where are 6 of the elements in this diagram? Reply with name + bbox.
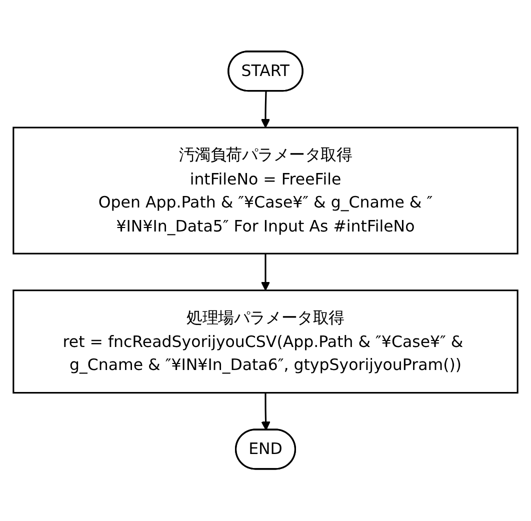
arrow [260,92,270,128]
arrow [261,393,270,431]
arrow [260,254,270,292]
node-box [12,290,518,394]
node-box [12,127,518,255]
flowchart-drawing: START 汚濁負荷パラメータ取得 intFileNo = FreeFile Open App.Path & ″¥Case¥″ & g_Cname & ″¥IN¥In_Data5″ For Input As #intFileNo 処理場パラメータ取得 ret = fncReadSyorijyouCSV(App.Path & ″¥Case¥″ & g_Cname & ″¥IN¥In_Data6″, gtypSyorijyouPram()) END [5,43,526,478]
